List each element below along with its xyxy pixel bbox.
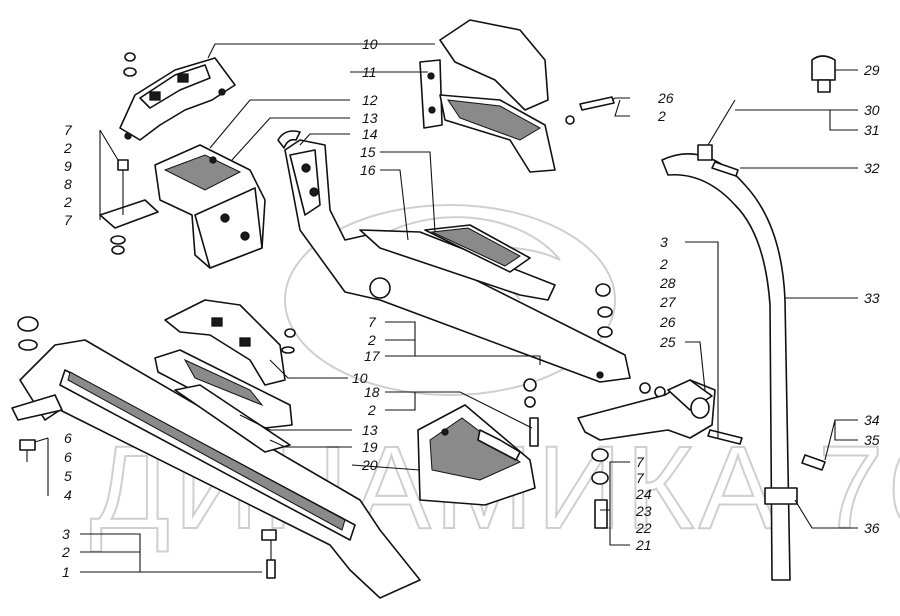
callout-2a: 2: [657, 108, 666, 124]
watermark-ring: [284, 204, 616, 396]
callout-30: 30: [864, 102, 880, 118]
callout-32: 32: [864, 160, 880, 176]
callout-b3: 3: [62, 526, 70, 542]
part-shock-mount-block: [99, 144, 266, 269]
callout-19: 19: [362, 439, 378, 455]
callout-b2: 2: [61, 544, 70, 560]
leader-12: [209, 99, 350, 149]
callout-m2: 2: [367, 332, 376, 348]
part-lever-bracket: [577, 379, 716, 441]
callout-l2b: 2: [63, 194, 72, 210]
callout-m7: 7: [368, 314, 377, 330]
leader-bottom-right-group: [600, 461, 630, 546]
callout-ll4: 4: [64, 487, 72, 503]
callout-12: 12: [362, 92, 378, 108]
callout-br7a: 7: [636, 454, 645, 470]
part-upper-slide-rail: [277, 130, 631, 383]
callout-20: 20: [361, 457, 378, 473]
callout-r3: 3: [660, 234, 668, 250]
part-fasteners: [19, 283, 826, 579]
callout-br21: 21: [635, 537, 652, 553]
callout-16: 16: [360, 162, 376, 178]
leader-34-35: [824, 419, 858, 461]
leader-10a: [207, 43, 350, 59]
leader-19: [269, 439, 352, 448]
callout-br23: 23: [635, 503, 652, 519]
part-upper-mount-bracket: [119, 52, 236, 141]
callout-31: 31: [864, 122, 880, 138]
callout-labels: 10 11 12 13 14 15 16 7 2 9 8 2 7 26 2 29…: [61, 36, 880, 580]
callout-l9: 9: [64, 158, 72, 174]
callout-26: 26: [657, 90, 674, 106]
callout-ll6b: 6: [64, 449, 72, 465]
callout-11: 11: [362, 64, 377, 80]
callout-r2: 2: [659, 256, 668, 272]
leader-right-group: [685, 241, 719, 438]
leader-36: [794, 499, 858, 529]
leader-18-2: [385, 391, 533, 429]
callout-10b: 10: [352, 370, 368, 386]
callout-10a: 10: [362, 36, 378, 52]
leader-left-group: [99, 129, 119, 220]
callout-br7b: 7: [636, 470, 645, 486]
callout-b1: 1: [62, 564, 70, 580]
callout-r26: 26: [659, 314, 676, 330]
leader-26-2: [611, 97, 630, 117]
callout-br24: 24: [635, 486, 652, 502]
callout-34: 34: [864, 412, 880, 428]
leader-10b: [269, 359, 348, 379]
part-lower-slide-rail: [11, 316, 421, 599]
callout-13a: 13: [362, 110, 378, 126]
part-carriage-plate: [417, 404, 536, 506]
leader-15: [380, 151, 436, 233]
callout-15: 15: [360, 144, 376, 160]
callout-m17: 17: [364, 348, 381, 364]
callout-m2b: 2: [367, 402, 376, 418]
leader-20: [351, 464, 421, 471]
callout-36: 36: [864, 520, 880, 536]
callout-l7a: 7: [64, 122, 73, 138]
callout-m18: 18: [364, 384, 380, 400]
leader-14: [299, 133, 350, 146]
callout-r27: 27: [659, 294, 677, 310]
leader-bottom-group: [80, 533, 262, 573]
callout-l7b: 7: [64, 212, 73, 228]
leader-25: [685, 341, 706, 391]
leader-13b: [239, 414, 352, 431]
part-lever-rod: [697, 99, 739, 177]
callout-ll5: 5: [64, 468, 72, 484]
part-slide-block: [154, 349, 293, 429]
callout-r28: 28: [659, 275, 676, 291]
callout-br22: 22: [635, 520, 652, 536]
callout-l2a: 2: [63, 140, 72, 156]
leader-lines: [34, 43, 858, 573]
callout-33: 33: [864, 290, 880, 306]
callout-13b: 13: [362, 422, 378, 438]
leader-lower-left-group: [34, 437, 49, 496]
callout-ll6a: 6: [64, 430, 72, 446]
leader-mid-group: [385, 321, 541, 365]
callout-35: 35: [864, 432, 880, 448]
callout-14: 14: [362, 126, 378, 142]
part-upper-slide-bracket: [419, 19, 615, 173]
callout-r25: 25: [659, 334, 676, 350]
part-lever-knob: [811, 55, 836, 93]
callout-l8: 8: [64, 176, 72, 192]
callout-29: 29: [863, 62, 880, 78]
leader-13: [231, 117, 350, 161]
part-lower-mount-bracket: [164, 299, 296, 386]
leader-16: [380, 169, 409, 241]
leader-30-31: [735, 109, 858, 131]
